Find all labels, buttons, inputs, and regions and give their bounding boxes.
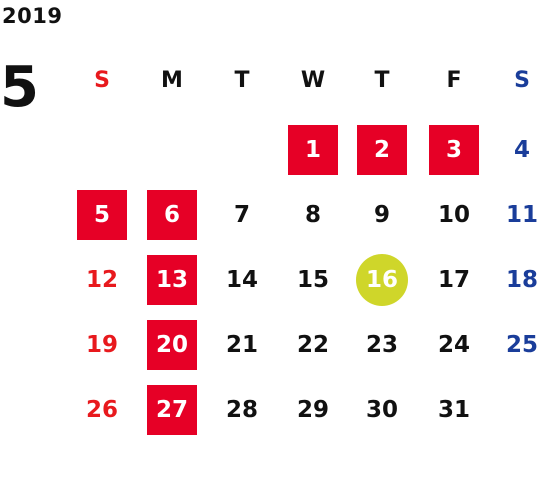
day-6[interactable]: 6 <box>147 190 197 240</box>
day-number: 11 <box>505 202 538 228</box>
weekday-1: M <box>161 68 183 93</box>
day-23[interactable]: 23 <box>352 320 412 370</box>
day-13[interactable]: 13 <box>147 255 197 305</box>
day-31[interactable]: 31 <box>424 385 484 435</box>
day-4[interactable]: 4 <box>492 125 548 175</box>
day-number: 4 <box>513 137 530 163</box>
day-16[interactable]: 16 <box>352 255 412 305</box>
weekday-3: W <box>300 68 326 93</box>
day-number: 19 <box>85 332 118 358</box>
day-number: 10 <box>437 202 470 228</box>
day-number: 26 <box>85 397 118 423</box>
day-number: 25 <box>505 332 538 358</box>
day-number: 5 <box>93 202 110 228</box>
day-number: 9 <box>373 202 390 228</box>
day-number: 6 <box>163 202 180 228</box>
weekday-5: F <box>446 68 462 93</box>
day-24[interactable]: 24 <box>424 320 484 370</box>
day-number: 12 <box>85 267 118 293</box>
day-5[interactable]: 5 <box>77 190 127 240</box>
day-number: 17 <box>437 267 470 293</box>
day-29[interactable]: 29 <box>283 385 343 435</box>
day-14[interactable]: 14 <box>212 255 272 305</box>
day-2[interactable]: 2 <box>357 125 407 175</box>
day-number: 8 <box>304 202 321 228</box>
day-number: 13 <box>155 267 188 293</box>
day-30[interactable]: 30 <box>352 385 412 435</box>
day-21[interactable]: 21 <box>212 320 272 370</box>
day-9[interactable]: 9 <box>352 190 412 240</box>
day-7[interactable]: 7 <box>212 190 272 240</box>
day-number: 1 <box>304 137 321 163</box>
weekday-2: T <box>234 68 250 93</box>
day-10[interactable]: 10 <box>424 190 484 240</box>
day-number: 23 <box>365 332 398 358</box>
day-number: 24 <box>437 332 470 358</box>
day-number: 30 <box>365 397 398 423</box>
day-22[interactable]: 22 <box>283 320 343 370</box>
day-number: 18 <box>505 267 538 293</box>
day-number: 28 <box>225 397 258 423</box>
day-number: 21 <box>225 332 258 358</box>
year-label: 2019 <box>2 4 63 28</box>
day-number: 27 <box>155 397 188 423</box>
day-1[interactable]: 1 <box>288 125 338 175</box>
day-number: 2 <box>373 137 390 163</box>
month-label: 5 <box>0 55 39 120</box>
day-15[interactable]: 15 <box>283 255 343 305</box>
day-17[interactable]: 17 <box>424 255 484 305</box>
day-28[interactable]: 28 <box>212 385 272 435</box>
weekday-6: S <box>514 68 530 93</box>
day-3[interactable]: 3 <box>429 125 479 175</box>
day-20[interactable]: 20 <box>147 320 197 370</box>
day-number: 29 <box>296 397 329 423</box>
day-8[interactable]: 8 <box>283 190 343 240</box>
day-number: 15 <box>296 267 329 293</box>
day-number: 16 <box>365 267 398 293</box>
weekday-0: S <box>94 68 110 93</box>
day-number: 3 <box>445 137 462 163</box>
day-12[interactable]: 12 <box>72 255 132 305</box>
day-19[interactable]: 19 <box>72 320 132 370</box>
day-number: 14 <box>225 267 258 293</box>
day-number: 31 <box>437 397 470 423</box>
day-26[interactable]: 26 <box>72 385 132 435</box>
day-25[interactable]: 25 <box>492 320 548 370</box>
day-number: 22 <box>296 332 329 358</box>
day-18[interactable]: 18 <box>492 255 548 305</box>
day-11[interactable]: 11 <box>492 190 548 240</box>
day-27[interactable]: 27 <box>147 385 197 435</box>
day-number: 20 <box>155 332 188 358</box>
day-number: 7 <box>233 202 250 228</box>
weekday-4: T <box>374 68 390 93</box>
